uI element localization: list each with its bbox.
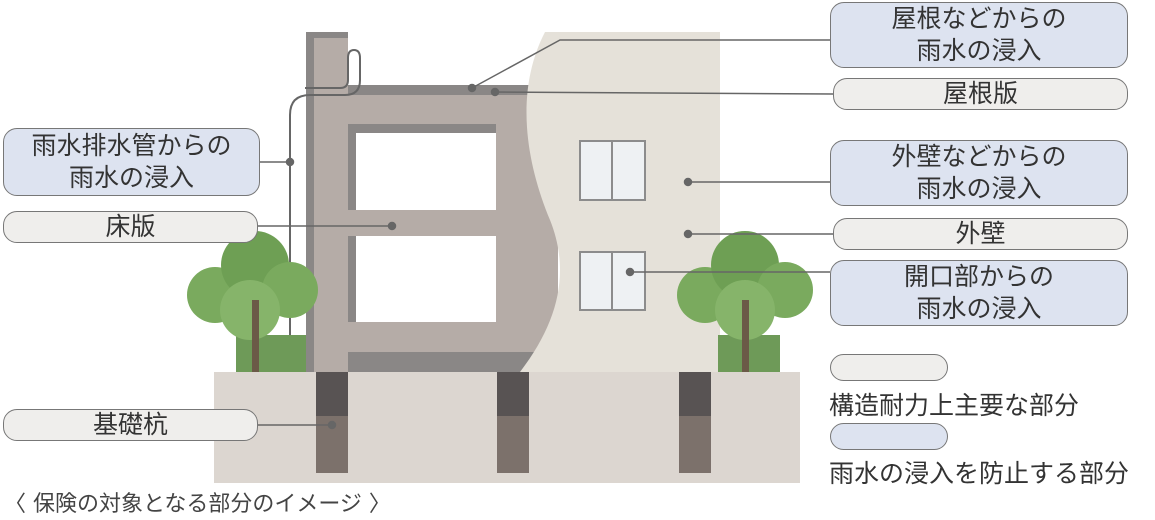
tree-left <box>187 231 318 372</box>
label-line: 雨水排水管からの <box>31 131 232 160</box>
label-line: 雨水の浸入 <box>68 163 194 192</box>
label-floor-slab: 床版 <box>3 211 258 243</box>
label-line: 開口部からの <box>903 262 1054 291</box>
label-wall-infiltration: 外壁などからの 雨水の浸入 <box>830 140 1128 206</box>
label-roof-infiltration: 屋根などからの 雨水の浸入 <box>830 2 1128 68</box>
caption: 〈 保険の対象となる部分のイメージ 〉 <box>4 492 391 517</box>
label-line: 外壁などからの <box>891 142 1067 171</box>
label-opening-infiltration: 開口部からの 雨水の浸入 <box>830 260 1128 326</box>
legend-text-waterproof: 雨水の浸入を防止する部分 <box>829 459 1130 488</box>
label-line: 屋根などからの <box>891 4 1067 33</box>
label-foundation-pile: 基礎杭 <box>3 409 258 441</box>
tree-right <box>677 231 813 372</box>
leader-lines <box>258 39 834 430</box>
legend-text-structural: 構造耐力上主要な部分 <box>829 391 1080 420</box>
drain-pipe <box>289 48 361 372</box>
legend-swatch-structural <box>830 354 948 381</box>
label-drainpipe-infiltration: 雨水排水管からの 雨水の浸入 <box>3 128 260 196</box>
outer-wall-shape <box>520 32 720 372</box>
label-line: 雨水の浸入 <box>916 174 1042 203</box>
legend-swatch-waterproof <box>830 423 948 450</box>
window-upper <box>579 140 646 201</box>
label-line: 雨水の浸入 <box>916 294 1042 323</box>
structural-frame <box>306 32 558 372</box>
label-roof-slab: 屋根版 <box>833 78 1128 110</box>
window-lower <box>579 251 646 311</box>
label-line: 雨水の浸入 <box>916 36 1042 65</box>
foundation-piles <box>316 372 711 473</box>
label-outer-wall: 外壁 <box>833 218 1128 250</box>
